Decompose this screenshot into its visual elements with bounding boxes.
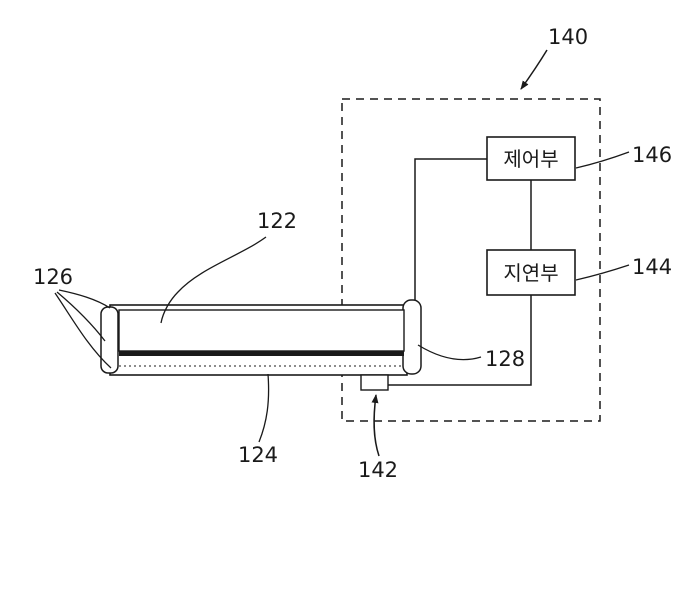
delay-unit-box: [486, 249, 576, 296]
ref-label-126: 126: [33, 265, 73, 289]
tray-right-cap: [402, 299, 422, 375]
ref-label-124: 124: [238, 443, 278, 467]
sensor-box: [360, 374, 389, 391]
module-dashed-box: [341, 98, 601, 422]
ref-label-142: 142: [358, 458, 398, 482]
ref-label-144: 144: [632, 255, 672, 279]
delay-unit-label: 지연부: [503, 261, 558, 285]
control-unit-box: [486, 136, 576, 181]
ref-label-128: 128: [485, 347, 525, 371]
leader-126-bottom: [54, 292, 112, 369]
ref-label-122: 122: [257, 209, 297, 233]
leader-124: [258, 373, 270, 443]
tray-inner-panel: [118, 309, 405, 352]
leader-146: [575, 151, 630, 169]
leader-126-top: [58, 289, 111, 309]
leader-140-arrow: [520, 49, 548, 90]
leader-126-middle: [56, 291, 106, 342]
leader-142-arrow: [371, 394, 380, 457]
connector-control-to-tray: [414, 158, 487, 301]
connector-delay-to-sensor: [388, 295, 532, 386]
ref-label-140: 140: [548, 25, 588, 49]
tray-black-strip: [119, 351, 404, 356]
leader-128: [417, 344, 482, 361]
leader-122: [160, 236, 267, 324]
ref-label-146: 146: [632, 143, 672, 167]
leader-144: [575, 264, 630, 281]
control-unit-label: 제어부: [503, 147, 558, 171]
